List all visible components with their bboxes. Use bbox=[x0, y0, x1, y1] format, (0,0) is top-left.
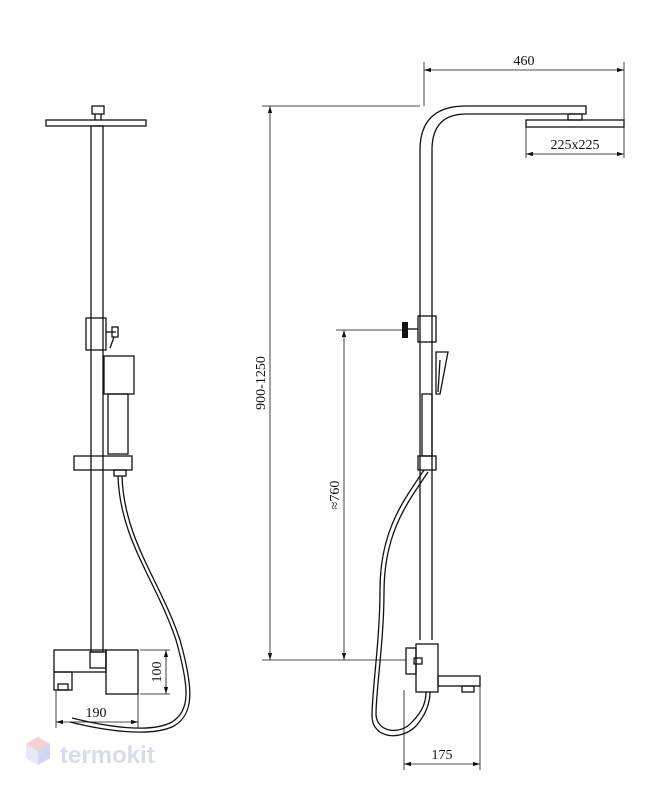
watermark-text: termokit bbox=[60, 742, 155, 769]
watermark-logo-icon bbox=[26, 737, 50, 765]
mixer-width-label: 190 bbox=[86, 706, 107, 721]
front-hand-shower-handle bbox=[108, 394, 128, 454]
front-view: 100 190 bbox=[46, 106, 190, 732]
side-shower-head bbox=[526, 120, 624, 127]
mixer-height-label: 100 bbox=[150, 662, 165, 683]
side-hose bbox=[372, 470, 430, 736]
front-hand-shower-head bbox=[104, 356, 134, 394]
side-mixer-body bbox=[416, 644, 438, 692]
front-riser-pipe bbox=[91, 126, 103, 652]
height-range-label: 900-1250 bbox=[254, 356, 269, 410]
front-head-connector bbox=[92, 106, 104, 114]
side-view: 460 225x225 900-1250 ≈760 175 bbox=[254, 54, 624, 770]
side-riser-pipe bbox=[420, 106, 586, 640]
holder-height-label: ≈760 bbox=[328, 481, 343, 510]
side-spout bbox=[438, 676, 480, 686]
front-shower-head bbox=[46, 120, 146, 126]
watermark: termokit bbox=[26, 737, 155, 769]
top-width-label: 460 bbox=[514, 54, 535, 69]
front-mixer-spout bbox=[54, 672, 72, 690]
head-size-label: 225x225 bbox=[551, 138, 600, 153]
spout-length-label: 175 bbox=[432, 748, 453, 763]
front-mixer-body bbox=[54, 650, 106, 672]
side-head-connector bbox=[568, 114, 582, 120]
front-mixer-valve bbox=[90, 652, 106, 668]
side-diverter-block bbox=[418, 316, 436, 342]
front-mixer-handle bbox=[106, 650, 138, 694]
front-hose bbox=[72, 476, 186, 728]
side-sliding-holder bbox=[418, 456, 436, 470]
